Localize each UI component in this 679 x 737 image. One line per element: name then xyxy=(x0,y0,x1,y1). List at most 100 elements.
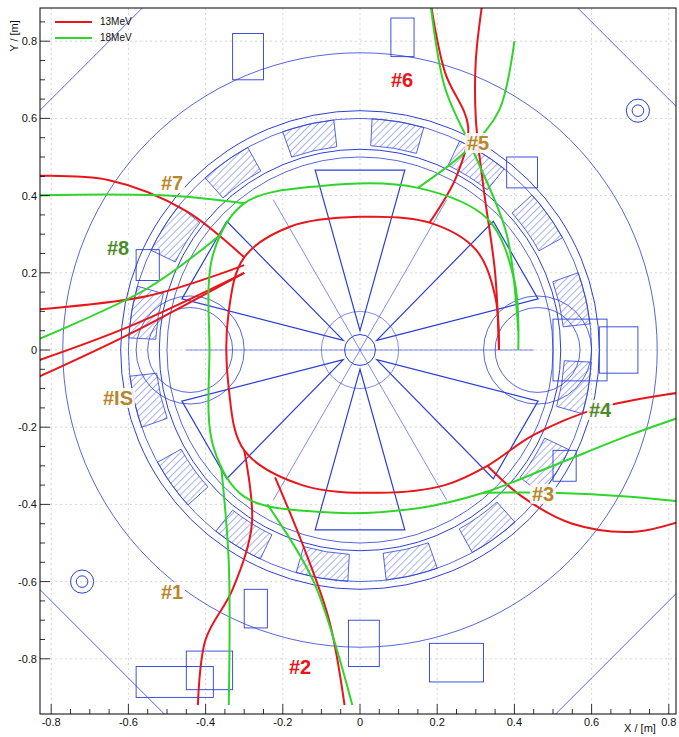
axis-tick xyxy=(610,709,611,714)
beam-trajectory xyxy=(40,195,244,204)
coil-block xyxy=(283,120,337,157)
axis-tick xyxy=(40,157,45,158)
hill-sector xyxy=(182,221,343,340)
grid-line xyxy=(514,8,515,714)
axis-tick xyxy=(40,562,45,563)
cyclotron-outline xyxy=(71,570,94,593)
axis-tick xyxy=(379,709,380,714)
hill-sector xyxy=(182,360,343,479)
axis-tick xyxy=(40,176,45,177)
axis-tick xyxy=(224,709,225,714)
tick-label: 0 xyxy=(31,345,37,356)
axis-tick xyxy=(40,369,45,370)
axis-tick xyxy=(147,709,148,714)
port-hardware xyxy=(553,450,576,481)
axis-tick xyxy=(167,709,168,714)
axis-tick xyxy=(456,709,457,714)
port-hardware xyxy=(186,651,232,690)
grid-line xyxy=(360,8,361,714)
axis-tick xyxy=(572,709,573,714)
spoke-line xyxy=(360,200,447,350)
beam-trajectory xyxy=(418,41,515,188)
port-hardware xyxy=(244,589,267,628)
axis-tick xyxy=(51,704,52,714)
axis-tick xyxy=(40,137,45,138)
coil-block xyxy=(459,502,515,553)
axis-tick xyxy=(40,639,45,640)
axis-tick xyxy=(398,709,399,714)
tick-label: -0.4 xyxy=(18,499,37,510)
cyclotron-outline xyxy=(63,53,657,647)
axis-tick xyxy=(40,427,50,428)
cyclotron-outline xyxy=(159,149,560,550)
axis-tick xyxy=(70,709,71,714)
axis-tick xyxy=(40,504,50,505)
port-hardware xyxy=(348,620,379,666)
beam-trajectory xyxy=(208,183,676,513)
beam-trajectory xyxy=(40,273,244,370)
grid-line xyxy=(668,8,669,714)
tick-label: -0.8 xyxy=(42,717,61,728)
axis-tick xyxy=(40,407,45,408)
cyclotron-outline xyxy=(632,105,644,117)
axis-tick xyxy=(40,446,45,447)
hill-sector xyxy=(377,360,538,479)
legend-label: 13MeV xyxy=(100,17,132,27)
tick-label: 0.8 xyxy=(22,36,37,47)
beam-trajectory xyxy=(221,466,229,705)
axis-tick xyxy=(205,704,206,714)
grid-line xyxy=(40,427,676,428)
cyclotron-outline xyxy=(148,308,233,393)
cyclotron-outline xyxy=(76,576,88,588)
coil-block xyxy=(512,195,563,251)
axis-tick xyxy=(321,709,322,714)
coil-block xyxy=(205,147,261,198)
cyclotron-outline xyxy=(345,335,376,366)
axis-tick xyxy=(186,709,187,714)
beam-trajectory xyxy=(267,504,352,705)
port-label: #8 xyxy=(105,238,131,258)
axis-tick xyxy=(40,195,50,196)
axis-tick xyxy=(40,581,50,582)
beam-trajectory xyxy=(198,450,252,705)
axis-tick xyxy=(40,292,45,293)
axis-title: X / [m] xyxy=(624,723,656,734)
grid-line xyxy=(40,658,676,659)
spoke-line xyxy=(273,200,360,350)
axis-tick xyxy=(40,234,45,235)
port-label: #2 xyxy=(287,657,313,677)
axis-tick xyxy=(40,118,50,119)
coil-block xyxy=(216,510,272,559)
grid-line xyxy=(282,8,283,714)
coil-block xyxy=(371,119,424,154)
axis-tick xyxy=(553,709,554,714)
tick-label: 0.4 xyxy=(22,190,37,201)
axis-tick xyxy=(40,311,45,312)
axis-tick xyxy=(40,272,50,273)
axis-tick xyxy=(40,600,45,601)
coil-block xyxy=(383,543,437,580)
hill-sector xyxy=(315,170,405,330)
tick-label: 0.2 xyxy=(430,717,445,728)
tick-label: -0.6 xyxy=(18,576,37,587)
axis-tick xyxy=(40,99,45,100)
grid-line xyxy=(437,8,438,714)
axis-tick xyxy=(649,709,650,714)
tick-label: -0.4 xyxy=(196,717,215,728)
beam-trajectory xyxy=(40,176,244,258)
tick-label: 0.6 xyxy=(22,113,37,124)
axis-tick xyxy=(128,704,129,714)
tick-label: 0.8 xyxy=(661,717,676,728)
plot-frame xyxy=(40,8,676,714)
beam-trajectory xyxy=(484,493,676,505)
axis-tick xyxy=(591,704,592,714)
axis-tick xyxy=(40,523,45,524)
grid-line xyxy=(40,41,676,42)
port-hardware xyxy=(429,643,483,682)
axis-tick xyxy=(40,41,50,42)
axis-tick xyxy=(40,330,45,331)
legend-line-sample xyxy=(55,37,92,39)
port-label: #IS xyxy=(101,388,135,408)
axis-tick xyxy=(40,214,45,215)
